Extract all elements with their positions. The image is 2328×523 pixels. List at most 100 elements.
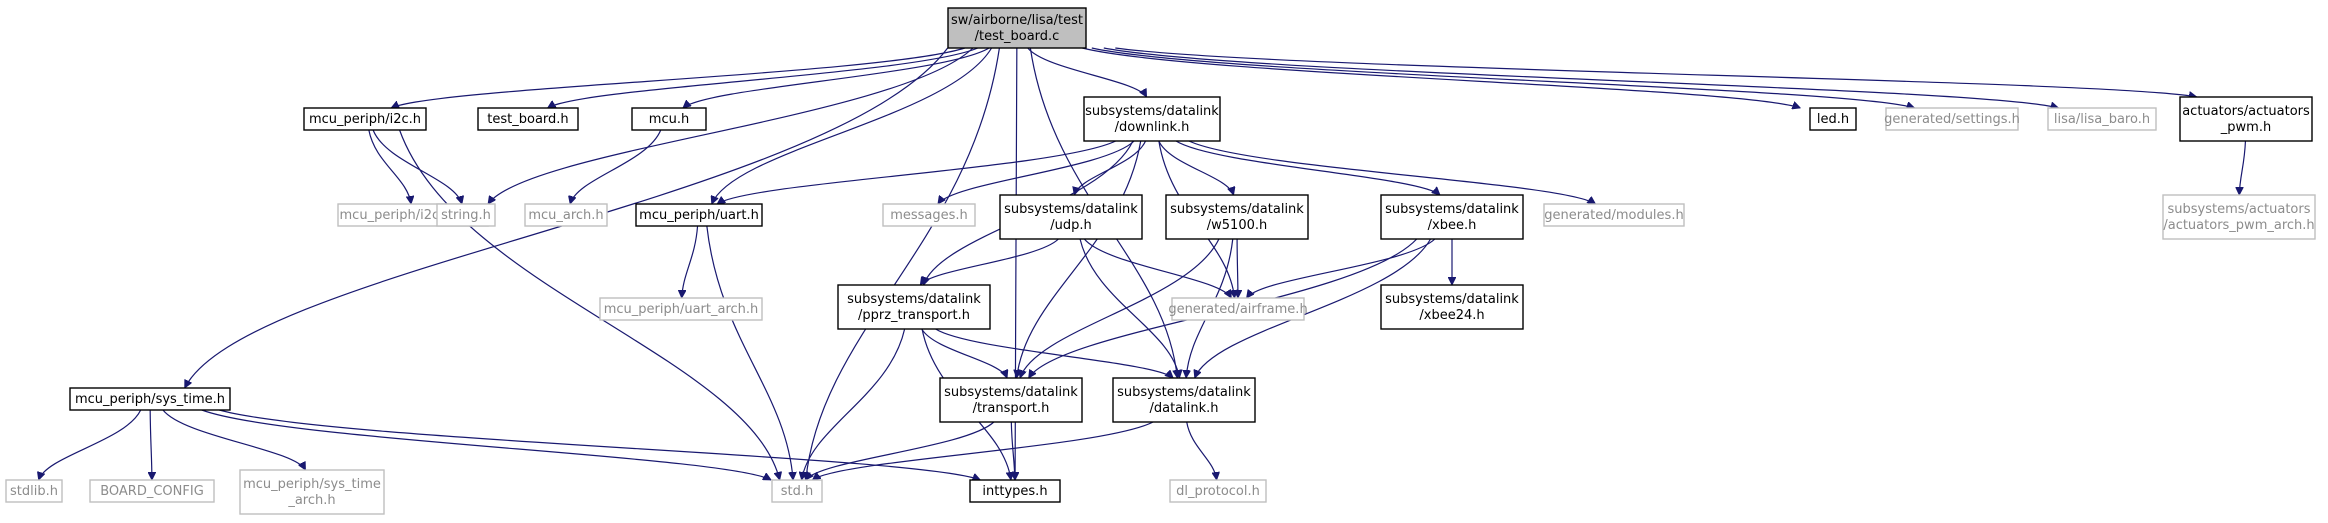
edge-root-to-string <box>488 47 974 204</box>
edge-root-to-std <box>806 47 1000 480</box>
node-box <box>1165 194 1309 240</box>
edge-root-to-lisa-baro <box>1103 47 2059 108</box>
edge-xbee-to-airframe <box>1247 238 1436 298</box>
edge-downlink-to-modules <box>1188 140 1596 204</box>
node-label: subsystems/datalink <box>1170 202 1304 217</box>
node-string[interactable]: string.h <box>436 203 496 227</box>
edge-sys-time-to-sys-time-arch <box>162 409 307 470</box>
node-uart[interactable]: mcu_periph/uart.h <box>635 203 763 227</box>
edge-datalink-to-dl-protocol <box>1186 421 1217 480</box>
node-box <box>1169 479 1267 503</box>
edge-root-to-settings <box>1091 47 1915 108</box>
node-label: /transport.h <box>973 401 1050 416</box>
node-pprz[interactable]: subsystems/datalink/pprz_transport.h <box>837 284 991 330</box>
edge-transport-to-std <box>806 421 995 480</box>
node-label: string.h <box>441 208 491 223</box>
node-label: subsystems/actuators <box>2168 202 2311 217</box>
node-test-board[interactable]: test_board.h <box>477 107 579 131</box>
node-label: inttypes.h <box>982 484 1047 499</box>
node-root[interactable]: sw/airborne/lisa/test/test_board.c <box>947 7 1087 49</box>
node-label: generated/modules.h <box>1544 208 1683 223</box>
node-label: subsystems/datalink <box>1004 202 1138 217</box>
node-label: subsystems/datalink <box>1385 202 1519 217</box>
node-label: std.h <box>781 484 814 499</box>
edge-downlink-to-messages <box>938 140 1135 204</box>
node-modules[interactable]: generated/modules.h <box>1543 203 1685 227</box>
node-box <box>1380 194 1524 240</box>
node-led[interactable]: led.h <box>1809 107 1857 131</box>
node-act-pwm-arch[interactable]: subsystems/actuators/actuators_pwm_arch.… <box>2162 194 2316 240</box>
node-xbee24[interactable]: subsystems/datalink/xbee24.h <box>1380 284 1524 330</box>
node-act-pwm[interactable]: actuators/actuators_pwm.h <box>2179 96 2313 142</box>
edge-udp-to-airframe <box>1083 238 1232 298</box>
node-box <box>477 107 579 131</box>
node-std[interactable]: std.h <box>771 479 823 503</box>
edge-transport-to-inttypes <box>1010 421 1015 480</box>
edge-sys-time-to-inttypes <box>219 409 980 480</box>
node-box <box>947 7 1087 49</box>
node-label: messages.h <box>890 208 968 223</box>
node-label: _arch.h <box>287 493 335 508</box>
node-label: dl_protocol.h <box>1176 484 1260 499</box>
node-messages[interactable]: messages.h <box>882 203 976 227</box>
node-stdlib[interactable]: stdlib.h <box>5 479 63 503</box>
node-label: subsystems/datalink <box>1085 104 1219 119</box>
node-dl-protocol[interactable]: dl_protocol.h <box>1169 479 1267 503</box>
edge-udp-to-datalink <box>1079 238 1179 378</box>
node-box <box>771 479 823 503</box>
node-w5100[interactable]: subsystems/datalink/w5100.h <box>1165 194 1309 240</box>
node-box <box>2047 107 2157 131</box>
node-mcu[interactable]: mcu.h <box>631 107 707 131</box>
node-box <box>524 203 608 227</box>
node-box <box>837 284 991 330</box>
node-datalink[interactable]: subsystems/datalink/datalink.h <box>1112 377 1256 423</box>
edge-sys-time-to-stdlib <box>39 409 142 480</box>
node-label: mcu_arch.h <box>528 208 603 223</box>
node-label: lisa/lisa_baro.h <box>2054 112 2150 127</box>
node-label: /actuators_pwm_arch.h <box>2163 218 2314 233</box>
node-box <box>1543 203 1685 227</box>
node-label: mcu.h <box>649 112 689 127</box>
node-label: /xbee24.h <box>1419 308 1484 323</box>
node-label: /pprz_transport.h <box>858 308 970 323</box>
node-label: led.h <box>1817 112 1849 127</box>
node-transport[interactable]: subsystems/datalink/transport.h <box>939 377 1083 423</box>
node-label: /downlink.h <box>1115 120 1190 135</box>
node-label: mcu_periph/uart_arch.h <box>604 302 759 317</box>
node-label: mcu_periph/uart.h <box>639 208 759 223</box>
edge-uart-to-uart-arch <box>682 225 699 298</box>
node-sys-time[interactable]: mcu_periph/sys_time.h <box>69 387 231 411</box>
node-sys-time-arch[interactable]: mcu_periph/sys_time_arch.h <box>239 469 385 515</box>
node-lisa-baro[interactable]: lisa/lisa_baro.h <box>2047 107 2157 131</box>
node-udp[interactable]: subsystems/datalink/udp.h <box>999 194 1143 240</box>
node-xbee[interactable]: subsystems/datalink/xbee.h <box>1380 194 1524 240</box>
edge-downlink-to-w5100 <box>1158 140 1234 195</box>
node-box <box>1083 96 1221 142</box>
node-box <box>999 194 1143 240</box>
edge-pprz-to-datalink <box>935 328 1174 378</box>
edge-root-to-act-pwm <box>1115 47 2197 97</box>
node-box <box>1885 107 2019 131</box>
edge-act-pwm-to-act-pwm-arch <box>2239 140 2247 195</box>
edge-uart-to-std <box>706 225 793 480</box>
node-mcu-arch[interactable]: mcu_arch.h <box>524 203 608 227</box>
edge-pprz-to-std <box>802 328 906 480</box>
edge-root-to-mcu <box>683 47 990 108</box>
node-board-config[interactable]: BOARD_CONFIG <box>89 479 215 503</box>
node-box <box>631 107 707 131</box>
node-settings[interactable]: generated/settings.h <box>1884 107 2020 131</box>
node-uart-arch[interactable]: mcu_periph/uart_arch.h <box>599 297 763 321</box>
node-box <box>635 203 763 227</box>
node-downlink[interactable]: subsystems/datalink/downlink.h <box>1083 96 1221 142</box>
edge-root-to-led <box>1082 47 1800 108</box>
node-box <box>436 203 496 227</box>
node-i2c[interactable]: mcu_periph/i2c.h <box>303 107 427 131</box>
edge-w5100-to-transport <box>1020 238 1220 378</box>
edge-root-to-downlink <box>1027 47 1148 97</box>
node-label: /w5100.h <box>1207 218 1267 233</box>
node-airframe[interactable]: generated/airframe.h <box>1168 297 1308 321</box>
node-label: _pwm.h <box>2220 120 2271 135</box>
node-box <box>1112 377 1256 423</box>
node-inttypes[interactable]: inttypes.h <box>969 479 1061 503</box>
edge-mcu-to-mcu-arch <box>570 129 662 204</box>
